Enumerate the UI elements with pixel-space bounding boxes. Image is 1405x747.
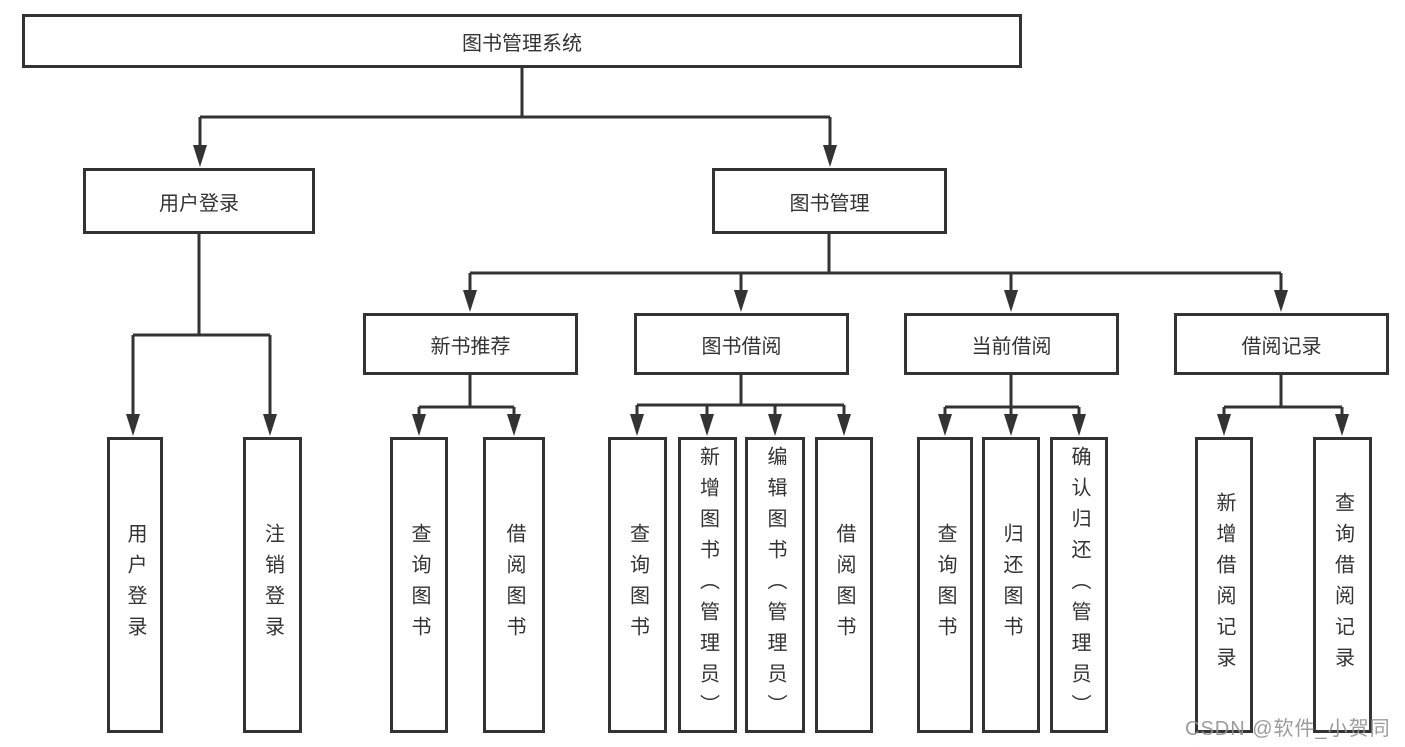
connector-bookborrow-to-children bbox=[635, 375, 846, 418]
leaf-edit-books-admin: 编辑图书（管理员） bbox=[745, 437, 805, 733]
csdn-watermark: CSDN @软件_小贺同学 bbox=[1185, 718, 1391, 740]
leaf-borrow-books: 借阅图书 bbox=[815, 437, 873, 733]
leaf-add-books-admin: 新增图书（管理员） bbox=[678, 437, 737, 733]
leaf-borrow-books-recommend: 借阅图书 bbox=[483, 437, 545, 733]
leaf-query-books-recommend: 查询图书 bbox=[390, 437, 448, 733]
connector-borrowrecords-to-children bbox=[1222, 375, 1344, 418]
leaf-user-login: 用户登录 bbox=[107, 437, 163, 733]
node-new-book-recommend: 新书推荐 bbox=[363, 313, 578, 375]
leaf-query-borrow-record: 查询借阅记录 bbox=[1313, 437, 1372, 733]
leaf-query-books-borrow: 查询图书 bbox=[608, 437, 667, 733]
leaf-query-books-current: 查询图书 bbox=[917, 437, 973, 733]
node-user-login: 用户登录 bbox=[83, 168, 315, 234]
node-current-borrow: 当前借阅 bbox=[904, 313, 1119, 375]
leaf-add-borrow-record: 新增借阅记录 bbox=[1195, 437, 1253, 733]
node-library-system: 图书管理系统 bbox=[22, 14, 1022, 68]
leaf-return-books: 归还图书 bbox=[982, 437, 1040, 733]
connector-bookmgmt-to-level3 bbox=[468, 234, 1283, 294]
leaf-logout: 注销登录 bbox=[243, 437, 302, 733]
connector-newbook-to-children bbox=[417, 375, 516, 418]
node-book-borrow: 图书借阅 bbox=[634, 313, 849, 375]
node-borrow-records: 借阅记录 bbox=[1174, 313, 1389, 375]
connector-userlogin-to-children bbox=[131, 233, 272, 418]
node-book-management: 图书管理 bbox=[712, 168, 947, 234]
connector-root-to-level2 bbox=[198, 68, 832, 149]
connector-currentborrow-to-children bbox=[943, 375, 1081, 418]
arrowheads bbox=[126, 145, 1349, 436]
leaf-confirm-return-admin: 确认归还（管理员） bbox=[1050, 437, 1108, 733]
